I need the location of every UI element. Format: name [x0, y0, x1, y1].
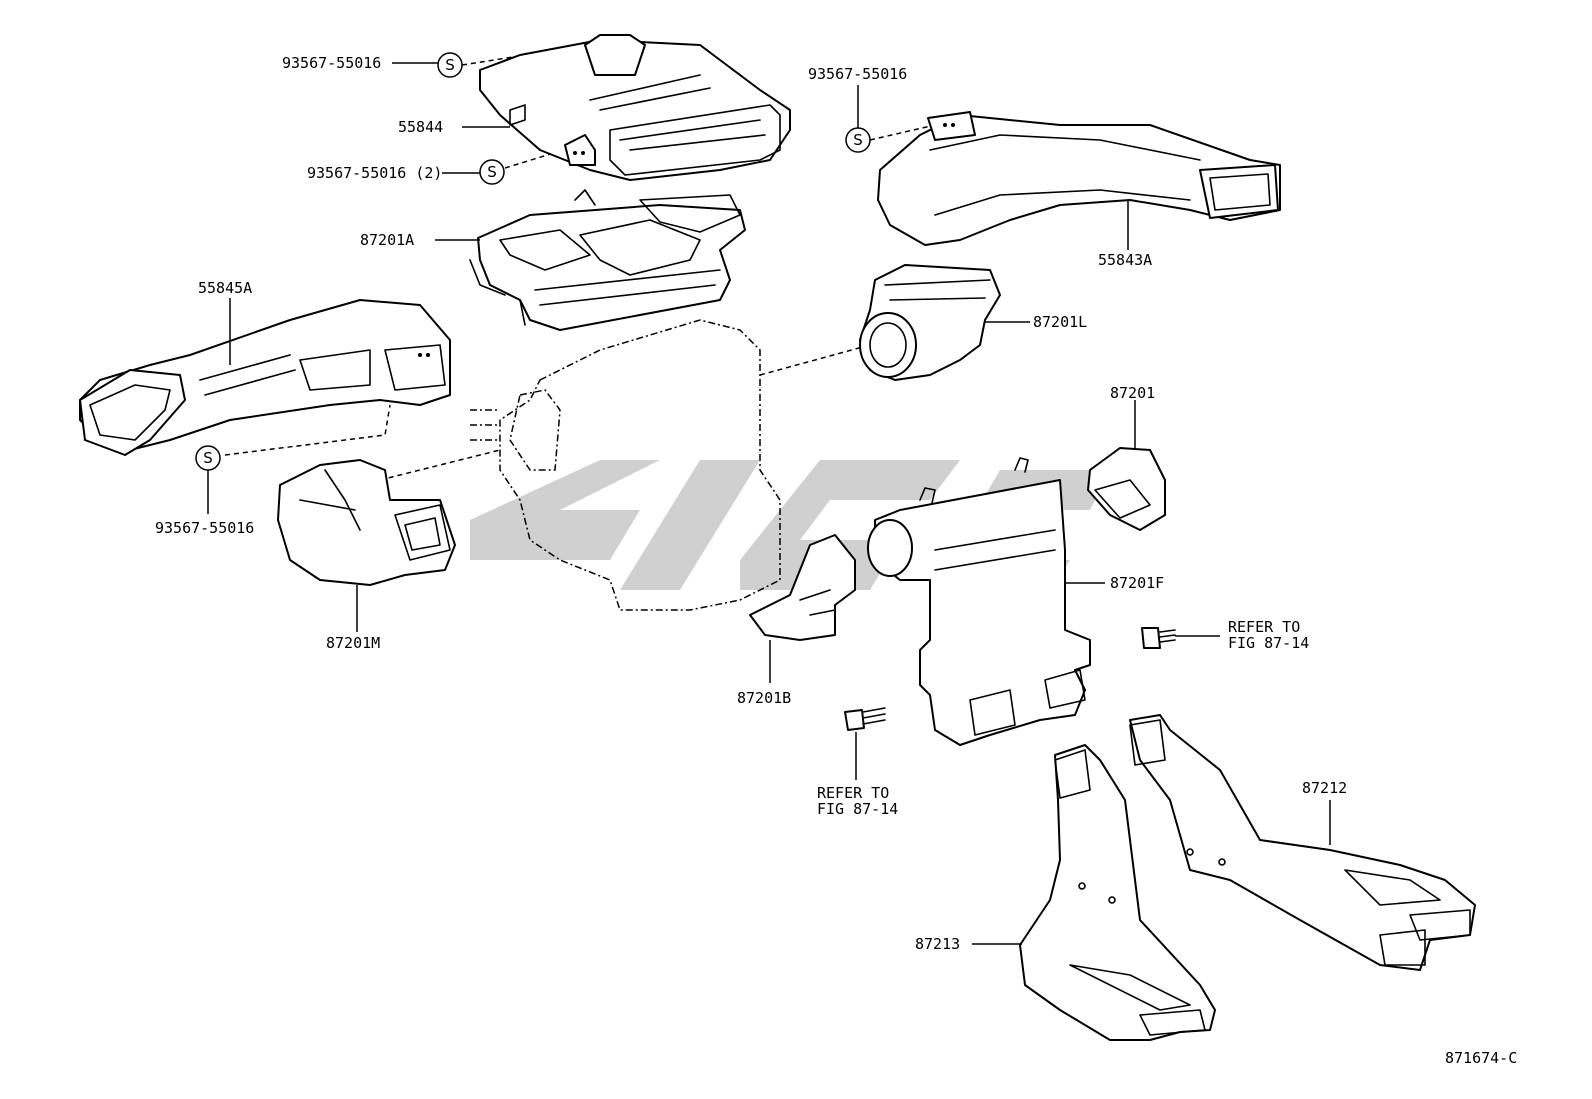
- label-87212: 87212: [1302, 779, 1347, 797]
- frame-87201A: [469, 189, 746, 331]
- screw-symbol-2: S: [479, 159, 505, 185]
- screw-symbol-text: S: [487, 163, 497, 181]
- label-87201L: 87201L: [1033, 313, 1087, 331]
- duct-87213: [1019, 744, 1216, 1041]
- figure-id: 871674-C: [1445, 1049, 1517, 1067]
- label-55844: 55844: [398, 118, 443, 136]
- duct-55845A: [79, 299, 451, 456]
- refer-note-right-line2: FIG 87-14: [1228, 634, 1309, 652]
- refer-note-left-line1: REFER TO: [817, 784, 889, 802]
- duct-87201M: [277, 459, 456, 586]
- label-87201M: 87201M: [326, 634, 380, 652]
- label-87213: 87213: [915, 935, 960, 953]
- duct-55844: [479, 34, 791, 181]
- duct-87201L: [859, 264, 1001, 381]
- screw-symbol-1: S: [437, 52, 463, 78]
- heater-unit-phantom: [470, 319, 781, 611]
- label-55843A: 55843A: [1098, 251, 1152, 269]
- label-93567-55016-right: 93567-55016: [808, 65, 907, 83]
- screw-symbol-text: S: [853, 131, 863, 149]
- label-93567-55016-2: 93567-55016 (2): [307, 164, 442, 182]
- bolt-left: [844, 707, 886, 731]
- refer-note-left-line2: FIG 87-14: [817, 800, 898, 818]
- refer-note-right-line1: REFER TO: [1228, 618, 1300, 636]
- label-93567-55016-left: 93567-55016: [155, 519, 254, 537]
- label-87201B: 87201B: [737, 689, 791, 707]
- label-55845A: 55845A: [198, 279, 252, 297]
- label-87201A: 87201A: [360, 231, 414, 249]
- bolt-right: [1141, 627, 1176, 649]
- label-87201F: 87201F: [1110, 574, 1164, 592]
- label-87201: 87201: [1110, 384, 1155, 402]
- duct-87201B: [749, 534, 856, 641]
- leader-lines: [207, 62, 1331, 945]
- duct-87201F: [867, 457, 1091, 746]
- duct-87212: [1129, 714, 1476, 971]
- duct-55843A: [877, 111, 1281, 246]
- screw-symbol-text: S: [445, 56, 455, 74]
- screw-symbol-3: S: [845, 127, 871, 153]
- screw-symbol-text: S: [203, 449, 213, 467]
- duct-87201: [1087, 447, 1166, 531]
- label-93567-55016-top: 93567-55016: [282, 54, 381, 72]
- screw-symbol-4: S: [195, 445, 221, 471]
